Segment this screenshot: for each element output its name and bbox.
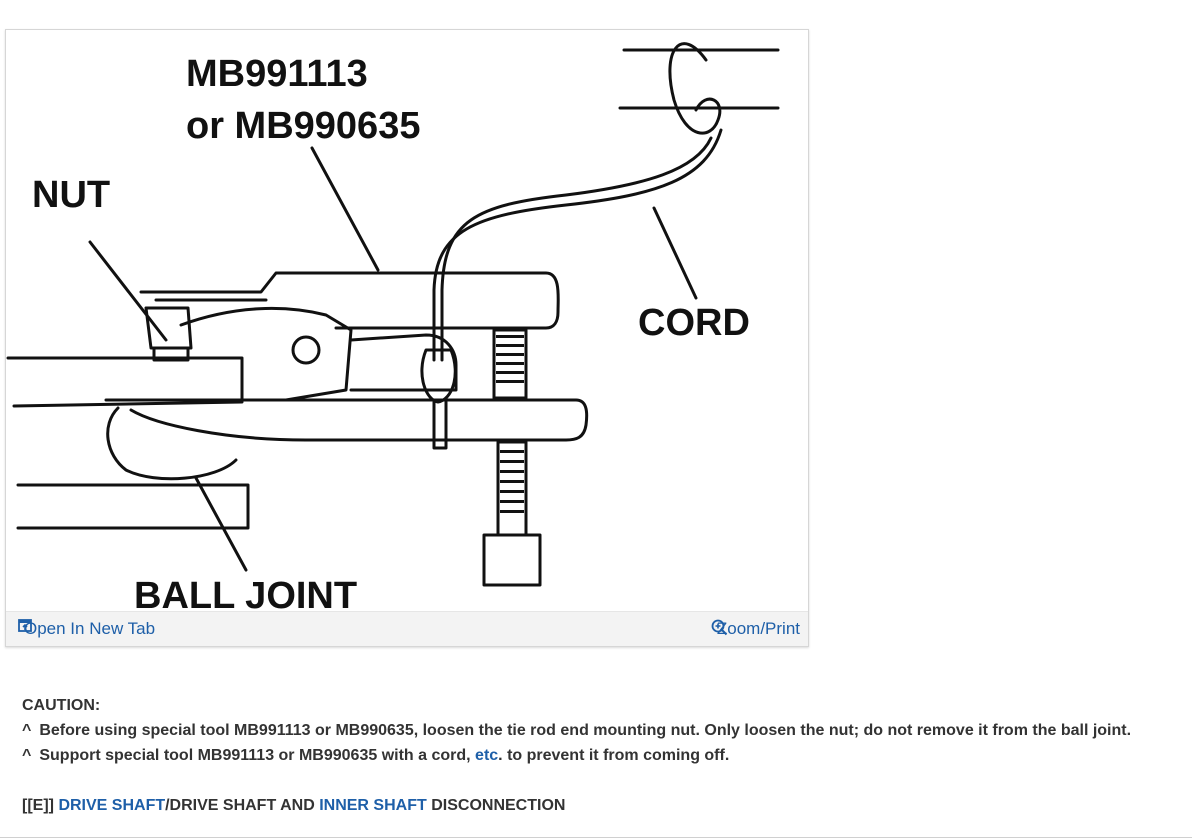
tool-label-line2: or MB990635 — [186, 105, 420, 147]
section-prefix: [[E]] — [22, 797, 54, 814]
bolt-thread — [496, 335, 524, 338]
etc-link[interactable]: etc — [475, 747, 499, 764]
bolt-thread — [500, 510, 524, 513]
section-suffix: DISCONNECTION — [431, 797, 566, 814]
cord-label: CORD — [638, 302, 750, 344]
caution-item-text: Support special tool MB991113 or MB99063… — [39, 747, 476, 764]
cord-strand-inner — [440, 136, 713, 362]
tool-lower-block — [349, 333, 458, 392]
bullet-caret: ^ — [22, 722, 32, 739]
nut-leader-line — [88, 240, 168, 342]
tool-pin — [291, 335, 321, 365]
lower-bar — [16, 483, 250, 530]
inner-shaft-link[interactable]: INNER SHAFT — [319, 797, 427, 814]
illustration-figure: MB991113 or MB990635 NUT CORD BALL JOINT… — [5, 29, 809, 647]
cord-hook-shank — [432, 400, 448, 450]
bolt-thread — [496, 362, 524, 365]
open-in-new-tab-label: Open In New Tab — [24, 619, 156, 638]
figure-toolbar: Open In New Tab Zoom/Print — [6, 611, 808, 646]
drive-shaft-link[interactable]: DRIVE SHAFT — [58, 797, 166, 814]
cord-hook — [420, 348, 457, 404]
tie-rod-arm — [6, 356, 244, 408]
bolt-thread — [496, 380, 524, 383]
bolt-thread — [496, 344, 524, 347]
bolt-lower — [496, 440, 528, 537]
cord-loop — [668, 42, 722, 135]
nut-label: NUT — [32, 174, 110, 216]
section-heading: [[E]] DRIVE SHAFT/DRIVE SHAFT AND INNER … — [22, 797, 565, 815]
bottom-divider — [0, 837, 1192, 838]
bolt-thread — [500, 470, 524, 473]
nut-base — [152, 346, 190, 362]
ball-joint-boot — [106, 406, 238, 481]
caution-item: ^ Before using special tool MB991113 or M… — [22, 722, 1131, 740]
tool-body — [179, 306, 353, 402]
bolt-thread — [500, 500, 524, 503]
ball-joint-label: BALL JOINT — [134, 575, 357, 612]
bolt-head — [482, 533, 542, 587]
bolt-thread — [496, 353, 524, 356]
bolt-thread — [496, 371, 524, 374]
caution-item: ^ Support special tool MB991113 or MB9906… — [22, 747, 729, 765]
caution-heading: CAUTION: — [22, 697, 101, 714]
tool-upper-arm — [139, 271, 560, 330]
nut-shape — [144, 306, 193, 350]
ball-joint-diagram: MB991113 or MB990635 NUT CORD BALL JOINT — [6, 42, 780, 612]
cord-strand-outer — [432, 128, 723, 362]
bolt-thread — [500, 490, 524, 493]
bolt-thread — [500, 460, 524, 463]
bolt-upper — [492, 328, 528, 400]
ball-joint-leader-line — [194, 476, 248, 572]
tool-label-line1: MB991113 — [186, 53, 368, 95]
cord-leader-line — [652, 206, 698, 300]
knuckle-arm — [104, 398, 589, 442]
bolt-thread — [500, 450, 524, 453]
zoom-print-label: Zoom/Print — [716, 619, 800, 638]
section-middle: /DRIVE SHAFT AND — [165, 797, 315, 814]
bolt-thread — [500, 480, 524, 483]
bullet-caret: ^ — [22, 747, 32, 764]
caution-item-text-end: . to prevent it from coming off. — [498, 747, 730, 764]
tool-leader-line — [310, 146, 380, 272]
zoom-print-link[interactable]: Zoom/Print — [711, 619, 800, 639]
caution-item-text: Before using special tool MB991113 or MB… — [39, 722, 1132, 739]
open-in-new-tab-link[interactable]: Open In New Tab — [18, 619, 155, 639]
